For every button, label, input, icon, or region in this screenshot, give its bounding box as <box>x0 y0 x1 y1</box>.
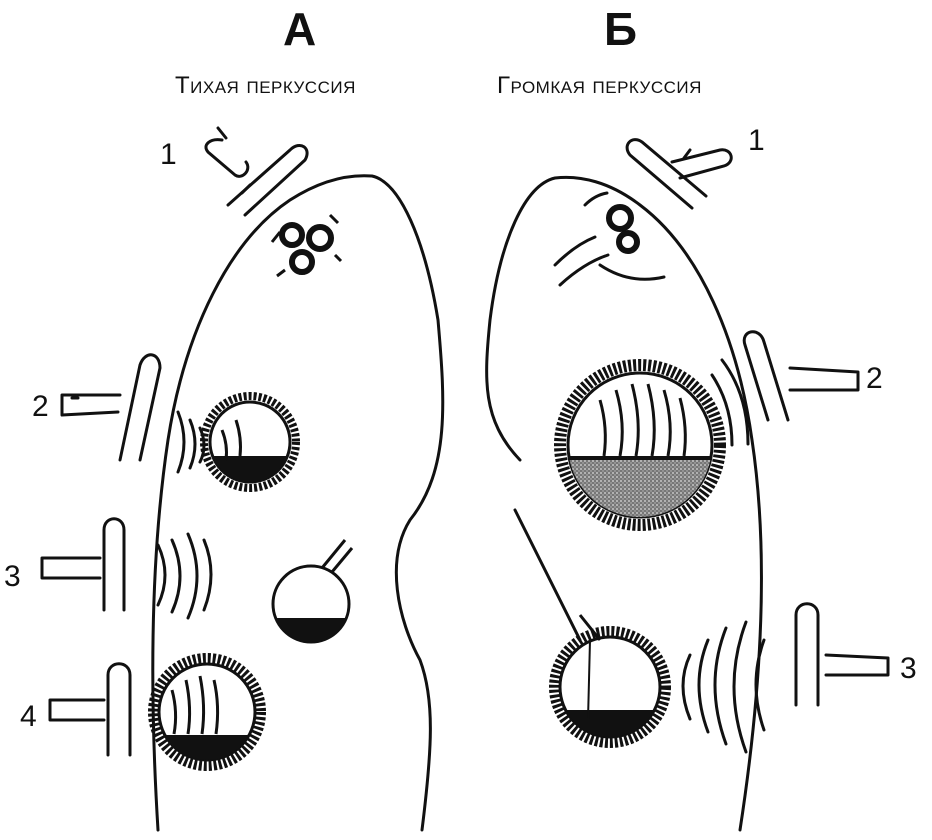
left-finger-2 <box>60 353 162 462</box>
right-lung-outline <box>485 175 763 832</box>
right-cavity-3 <box>549 614 671 748</box>
right-apex-lesion <box>553 191 666 287</box>
left-marker-1: 1 <box>160 138 177 171</box>
left-waves-3 <box>156 532 213 620</box>
left-cavity-4 <box>148 653 266 771</box>
right-marker-1: 1 <box>748 124 765 157</box>
right-marker-2: 2 <box>866 362 883 395</box>
panel-letter-a: А <box>283 3 317 55</box>
left-finger-3 <box>40 517 126 612</box>
left-marker-4: 4 <box>20 700 37 733</box>
left-finger-1 <box>204 126 309 217</box>
right-waves-3 <box>681 620 766 754</box>
left-marker-3: 3 <box>4 560 21 593</box>
panel-letter-b: Б <box>604 3 638 55</box>
right-finger-3 <box>794 602 890 707</box>
left-marker-2: 2 <box>32 390 49 423</box>
right-finger-2 <box>742 330 860 422</box>
left-cavity-3 <box>271 539 354 644</box>
left-waves-2 <box>176 410 206 474</box>
right-cavity-2 <box>554 359 726 531</box>
left-finger-4 <box>48 662 132 757</box>
left-apex-lesion <box>270 213 343 278</box>
left-lung-outline <box>151 174 445 832</box>
right-lung <box>485 175 763 832</box>
caption-loud-percussion: Громкая перкуссия <box>497 72 702 99</box>
right-marker-3: 3 <box>900 652 917 685</box>
caption-quiet-percussion: Тихая перкуссия <box>175 72 356 99</box>
left-cavity-2 <box>200 392 300 492</box>
right-finger-1 <box>625 138 733 210</box>
right-waves-2 <box>710 358 750 447</box>
left-lung <box>151 174 445 832</box>
